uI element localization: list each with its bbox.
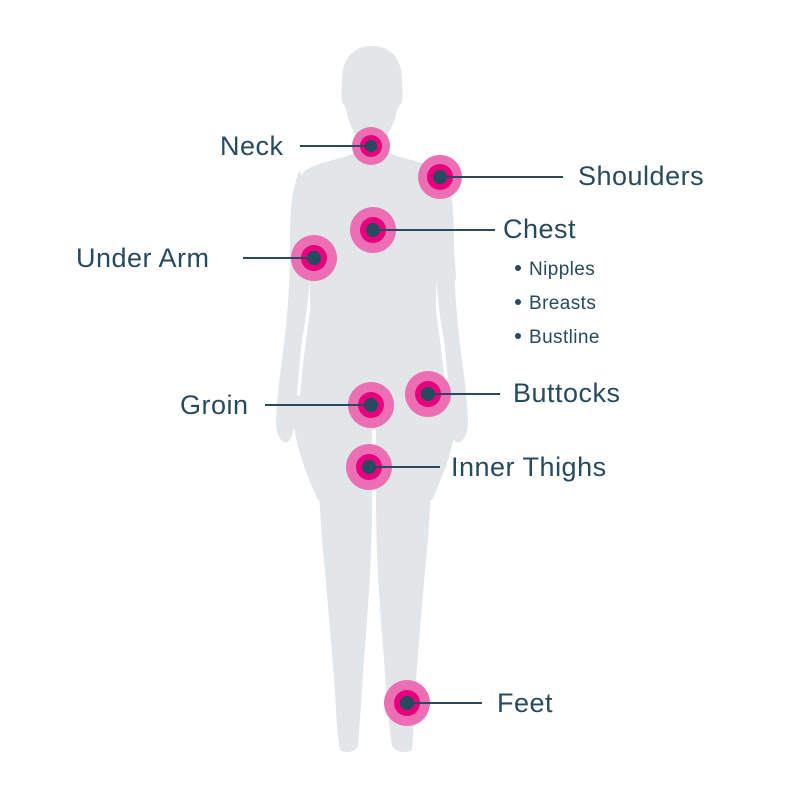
chest-detail-text: Bustline [529, 327, 600, 348]
marker-chest [350, 207, 495, 253]
label-feet: Feet [497, 688, 554, 718]
center-dot-icon [362, 460, 376, 474]
marker-buttocks [405, 371, 500, 417]
center-dot-icon [307, 251, 321, 265]
markers-layer [243, 127, 563, 726]
label-under-arm: Under Arm [76, 243, 210, 273]
marker-shoulders [418, 155, 563, 199]
center-dot-icon [365, 140, 377, 152]
bullet-icon [515, 264, 521, 271]
label-buttocks: Buttocks [513, 378, 621, 408]
label-groin: Groin [180, 390, 249, 420]
marker-neck [300, 127, 390, 165]
chest-detail-nipples: Nipples [515, 260, 595, 279]
center-dot-icon [433, 170, 447, 184]
center-dot-icon [364, 398, 378, 412]
marker-inner-thighs [346, 444, 440, 490]
center-dot-icon [421, 387, 435, 401]
marker-feet [384, 680, 482, 726]
marker-under-arm [243, 235, 337, 281]
label-neck: Neck [220, 131, 284, 161]
label-shoulders: Shoulders [578, 161, 705, 191]
bullet-icon [515, 298, 521, 305]
center-dot-icon [400, 696, 414, 710]
chest-detail-text: Nipples [529, 259, 596, 280]
label-inner-thighs: Inner Thighs [451, 452, 607, 482]
marker-groin [265, 382, 394, 428]
chest-detail-text: Breasts [529, 293, 597, 314]
chest-detail-bustline: Bustline [515, 328, 600, 347]
bullet-icon [515, 332, 521, 339]
label-chest: Chest [503, 214, 577, 244]
chest-detail-breasts: Breasts [515, 294, 596, 313]
center-dot-icon [366, 223, 380, 237]
